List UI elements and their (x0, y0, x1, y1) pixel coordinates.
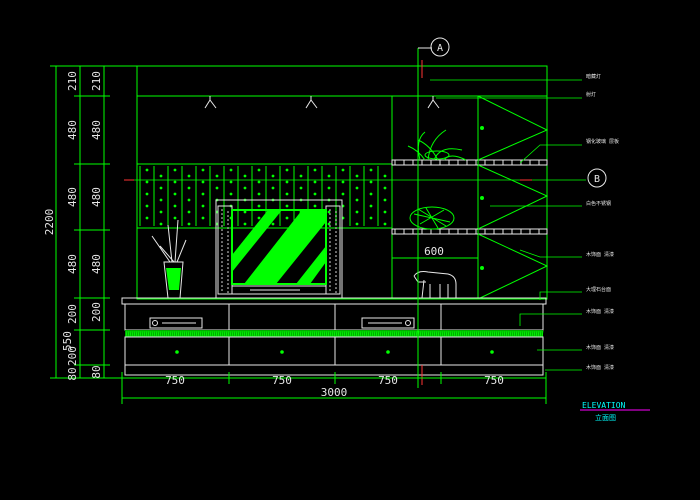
annotation-4: 白色不锈钢 (586, 200, 611, 207)
dim-bottom-2: 750 (272, 374, 292, 387)
annotation-2: 射灯 (586, 91, 596, 98)
dim-left-5: 200 (66, 304, 79, 324)
dim-left-8: 80 (66, 367, 79, 380)
dim-inner-1: 210 (90, 71, 103, 91)
dim-left-1: 210 (66, 71, 79, 91)
annotation-8: 木饰面 清漆 (586, 344, 614, 351)
section-label-a: A (437, 43, 443, 54)
section-line-a (417, 47, 432, 388)
dim-inner-600: 600 (424, 245, 444, 258)
bottom-dimension-chain (121, 372, 547, 404)
tv-cabinet (121, 297, 547, 376)
annotation-leaders (430, 79, 582, 371)
dim-bottom-total: 3000 (321, 386, 348, 399)
vase-plant-icon (151, 219, 187, 299)
horse-figurine-icon (413, 271, 457, 299)
section-marker-b: B (124, 168, 607, 188)
dim-total-height: 2200 (43, 209, 56, 236)
spotlight-icons (204, 96, 440, 109)
dim-inner-2: 480 (90, 120, 103, 140)
decorative-bowl-icon (409, 206, 455, 230)
drawing-title-block: ELEVATION 立面图 (580, 401, 650, 422)
section-label-b: B (594, 174, 600, 185)
drawing-title-cn: 立面图 (595, 413, 616, 422)
drawing-title: ELEVATION (582, 401, 626, 410)
annotations: 暗藏灯 射灯 钢化玻璃 层板 白色不锈钢 木饰面 清漆 大理石台面 木饰面 清漆… (586, 73, 619, 371)
dim-bottom-1: 750 (165, 374, 185, 387)
shelf-plant-icon (407, 129, 467, 161)
annotation-1: 暗藏灯 (586, 73, 601, 80)
dim-left-3: 480 (66, 187, 79, 207)
annotation-5: 木饰面 清漆 (586, 251, 614, 258)
dim-left-6: 550 (61, 331, 74, 351)
dim-inner-5: 200 (90, 302, 103, 322)
annotation-7: 木饰面 清漆 (586, 308, 614, 315)
dim-bottom-3: 750 (378, 374, 398, 387)
glass-shelves (391, 95, 549, 300)
annotation-3: 钢化玻璃 层板 (586, 138, 619, 145)
dim-left-4: 480 (66, 254, 79, 274)
left-dimension-chain (50, 65, 137, 379)
television (215, 199, 343, 299)
dim-left-7: 200 (66, 346, 79, 366)
dim-inner-3: 480 (90, 187, 103, 207)
section-marker-a: A (430, 37, 450, 57)
annotation-6: 大理石台面 (586, 286, 611, 293)
dim-left-2: 480 (66, 120, 79, 140)
dim-inner-4: 480 (90, 254, 103, 274)
annotation-9: 木饰面 清漆 (586, 364, 614, 371)
dim-bottom-4: 750 (484, 374, 504, 387)
dim-inner-6: 80 (90, 365, 103, 378)
